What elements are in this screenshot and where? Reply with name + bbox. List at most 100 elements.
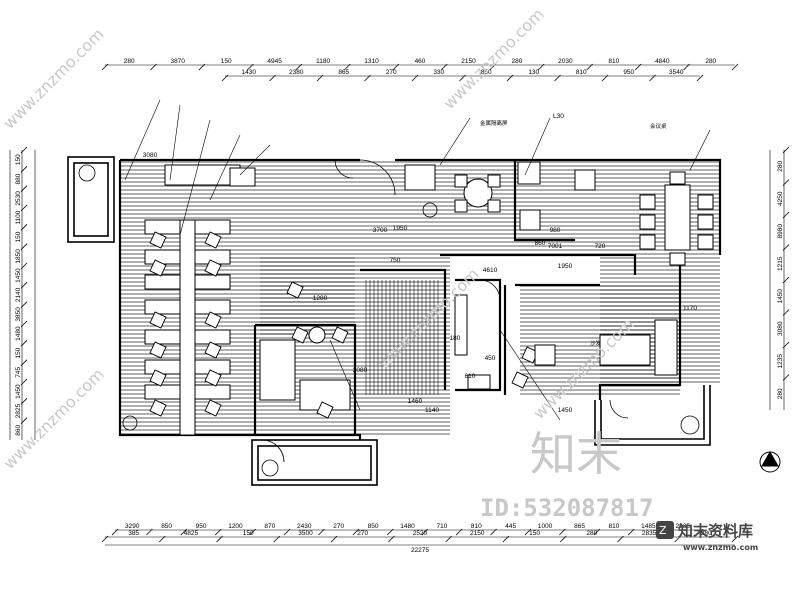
dimension-tick xyxy=(364,74,371,82)
dimension-label: 280 xyxy=(511,58,522,65)
dimension-label: 1180 xyxy=(316,58,330,65)
dimension-label: 150 xyxy=(529,530,540,537)
dimension-tick xyxy=(674,535,682,543)
dimension-tick xyxy=(392,63,400,71)
watermark-url-4: www.znzmo.com xyxy=(439,5,547,113)
plants xyxy=(78,164,700,477)
dimension-label: 280 xyxy=(124,58,135,65)
interior-dimension-label: 860 xyxy=(535,240,546,247)
dimension-tick xyxy=(269,74,276,82)
dimension-tick xyxy=(455,528,463,536)
dimension-tick xyxy=(388,535,395,543)
meeting-table xyxy=(639,171,714,266)
dimension-tick xyxy=(440,63,448,71)
dimension-tick xyxy=(316,74,324,82)
dimension-label: 385 xyxy=(128,530,139,537)
dimension-label: 150 xyxy=(15,347,22,358)
dimension-label: 1480 xyxy=(400,523,415,530)
chair xyxy=(204,341,222,359)
dimension-tick xyxy=(330,535,338,543)
dimension-label: 810 xyxy=(608,58,619,65)
dimension-label: 150 xyxy=(243,530,254,537)
dimension-label: 1850 xyxy=(15,249,22,264)
dimension-label: 280 xyxy=(777,388,784,399)
dimension-label: 880 xyxy=(15,173,22,184)
dimension-label: 870 xyxy=(264,523,275,530)
dimension-tick xyxy=(295,63,303,71)
dimension-tick xyxy=(20,398,28,405)
interior-dimension-label: 750 xyxy=(390,257,401,264)
dimension-label: 2835 xyxy=(642,530,657,537)
dimension-label: 850 xyxy=(368,523,379,530)
watermark-url-1: www.znzmo.com xyxy=(0,25,108,133)
doors xyxy=(261,159,629,463)
interior-dimension-label: 7001 xyxy=(548,243,563,250)
dimension-tick xyxy=(273,535,281,543)
dimension-tick xyxy=(101,535,109,543)
dimension-ticks xyxy=(20,63,790,543)
interior-dimension-label: 1950 xyxy=(393,225,408,232)
dimension-label: 1000 xyxy=(538,523,553,530)
dimension-label: 1430 xyxy=(242,69,257,76)
callout-partition: 金属隔离屏 xyxy=(480,119,508,127)
dimension-label: 130 xyxy=(528,69,539,76)
dimension-label: 865 xyxy=(574,523,585,530)
dimension-label: 150 xyxy=(221,58,232,65)
dimension-tick xyxy=(586,63,593,71)
dimension-label: 150 xyxy=(15,154,22,165)
brand-url: www.znzmo.com xyxy=(683,543,758,552)
dimension-label: 2150 xyxy=(461,58,476,65)
callout-l30: L30 xyxy=(553,113,564,120)
dimension-label: 2150 xyxy=(470,530,485,537)
chairs xyxy=(149,231,539,419)
dimension-tick xyxy=(111,528,119,536)
chair xyxy=(149,231,167,249)
chair xyxy=(204,259,222,277)
dimension-label: 1200 xyxy=(228,523,243,530)
dimension-label: 950 xyxy=(196,523,207,530)
dimension-label: 4945 xyxy=(267,58,282,65)
dimension-label: 950 xyxy=(623,69,634,76)
dimension-label: 8980 xyxy=(777,224,784,239)
interior-dimension-label: 180 xyxy=(450,335,461,342)
dimension-tick xyxy=(782,179,790,186)
dimension-label: 4825 xyxy=(184,530,199,537)
watermark-id: ID:532087817 xyxy=(480,494,653,522)
dimension-label: 2835 xyxy=(676,523,691,530)
dimension-tick xyxy=(649,74,656,82)
interior-dimension-label: 610 xyxy=(465,373,476,380)
dimension-label: 280 xyxy=(586,530,597,537)
dimension-tick xyxy=(352,528,360,536)
dimension-label: 1310 xyxy=(364,58,379,65)
dimension-tick xyxy=(20,359,28,366)
dimension-tick xyxy=(198,63,206,71)
interior-dimension-label: 450 xyxy=(485,355,496,362)
dimension-tick xyxy=(554,74,561,82)
dimension-tick xyxy=(20,340,28,347)
dimension-tick xyxy=(502,535,510,543)
interior-dimension-label: 1460 xyxy=(408,398,423,405)
dimension-tick xyxy=(696,528,704,536)
dimension-tick xyxy=(411,74,419,82)
dimension-tick xyxy=(593,528,601,536)
dimension-label: 270 xyxy=(357,530,368,537)
dimension-label: 3850 xyxy=(15,307,22,322)
dimension-label: 810 xyxy=(471,523,482,530)
dimension-tick xyxy=(20,224,28,231)
dimension-tick xyxy=(782,244,790,251)
left-dimension-labels: 1508802530110015018501450214038501480150… xyxy=(15,154,22,436)
dimension-tick xyxy=(387,528,394,536)
brand-name: 知末资料库 xyxy=(678,522,753,540)
interior-dimension-label: 1280 xyxy=(313,295,328,302)
dimension-tick xyxy=(782,211,790,219)
dimension-tick xyxy=(249,528,256,536)
dimension-label: 270 xyxy=(386,69,397,76)
dimension-tick xyxy=(489,63,496,71)
dimension-tick xyxy=(634,63,642,71)
dimension-tick xyxy=(180,528,188,536)
dimension-label: 865 xyxy=(338,69,349,76)
dimension-tick xyxy=(20,301,28,308)
dimension-label: 270 xyxy=(333,523,344,530)
